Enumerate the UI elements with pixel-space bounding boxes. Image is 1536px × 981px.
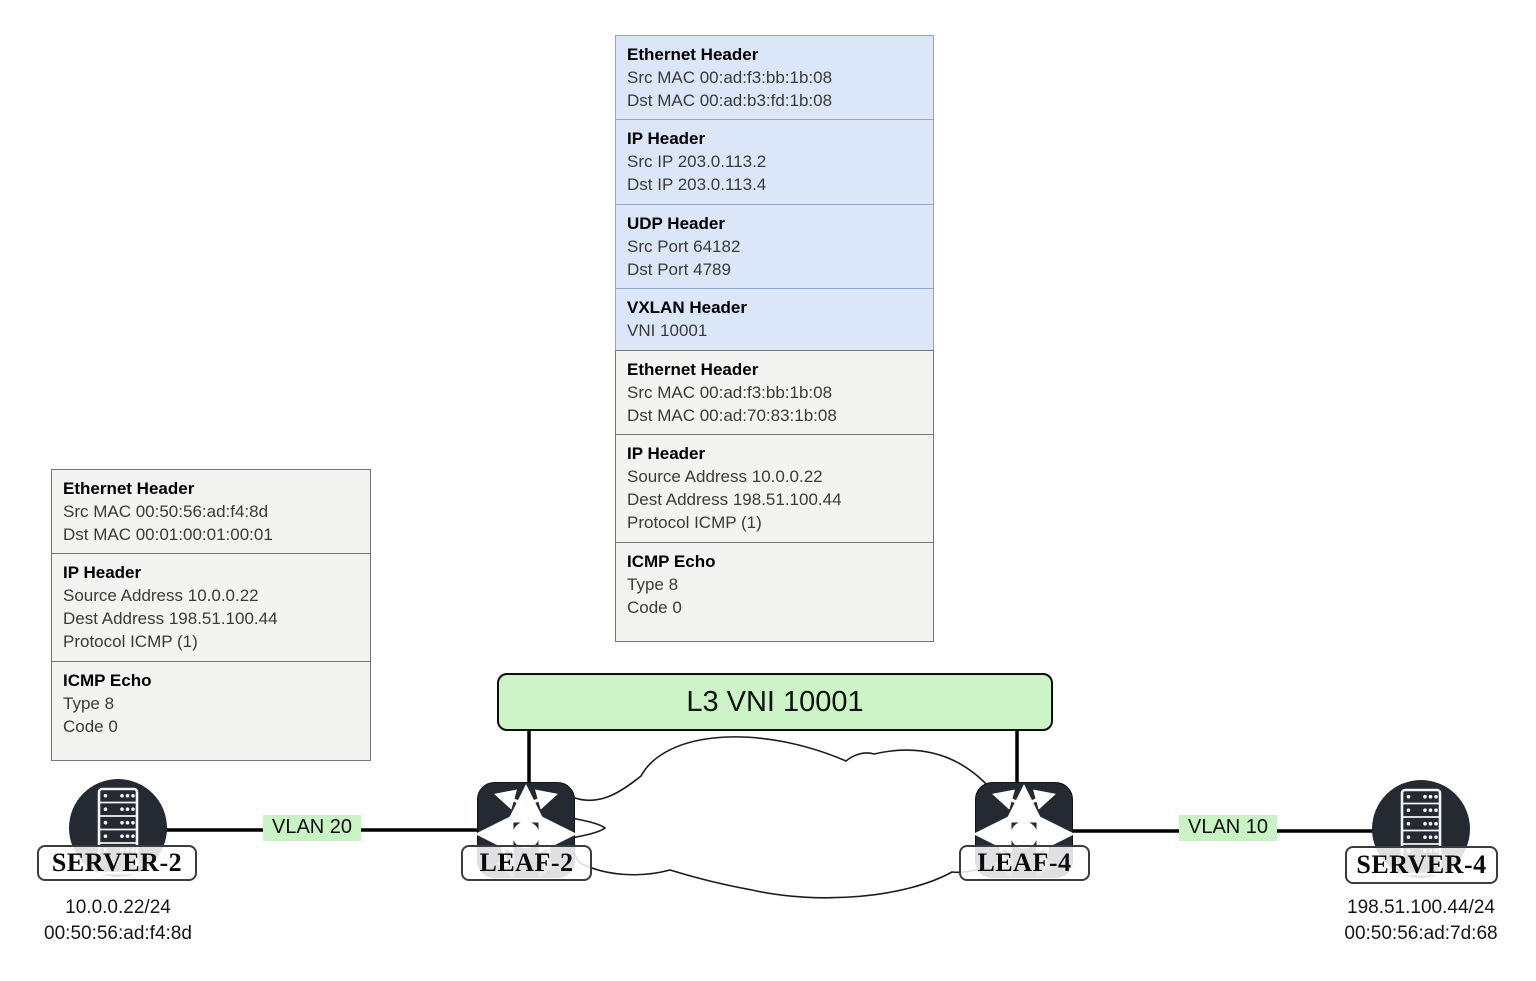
packet-section-ip: IP Header Source Address 10.0.0.22 Dest …	[51, 553, 371, 662]
leaf2-label: LEAF-2	[461, 845, 592, 881]
packet-section-inner-ethernet: Ethernet Header Src MAC 00:ad:f3:bb:1b:0…	[615, 349, 934, 436]
server4-addresses: 198.51.100.44/24 00:50:56:ad:7d:68	[1301, 895, 1536, 947]
vlan20-label: VLAN 20	[272, 816, 353, 838]
packet-field: Dest Address 198.51.100.44	[63, 609, 278, 628]
packet-field: Protocol ICMP (1)	[63, 632, 198, 651]
packet-section-outer-ip: IP Header Src IP 203.0.113.2 Dst IP 203.…	[615, 119, 934, 205]
packet-section-icmp: ICMP Echo Type 8 Code 0	[51, 660, 371, 761]
packet-field: Src Port 64182	[627, 236, 741, 256]
server2-addresses: 10.0.0.22/24 00:50:56:ad:f4:8d	[0, 895, 238, 947]
packet-section-inner-ip: IP Header Source Address 10.0.0.22 Dest …	[615, 434, 934, 543]
section-title: UDP Header	[627, 213, 725, 233]
packet-field: Source Address 10.0.0.22	[63, 586, 259, 605]
l3-vni-label: L3 VNI 10001	[686, 685, 864, 718]
cloud-cusp	[565, 816, 607, 840]
server4-mac: 00:50:56:ad:7d:68	[1344, 923, 1498, 944]
server4-ip: 198.51.100.44/24	[1347, 897, 1495, 918]
server4-label: SERVER-4	[1345, 846, 1498, 884]
section-title: IP Header	[627, 444, 706, 463]
packet-field: Src MAC 00:ad:f3:bb:1b:08	[627, 382, 833, 402]
packet-field: Source Address 10.0.0.22	[627, 467, 823, 486]
vlan10-badge: VLAN 10	[1179, 815, 1278, 841]
server2-ip: 10.0.0.22/24	[65, 897, 171, 918]
packet-field: Type 8	[627, 574, 679, 594]
vlan20-badge: VLAN 20	[263, 815, 362, 841]
packet-section-udp: UDP Header Src Port 64182 Dst Port 4789	[615, 203, 934, 290]
server2-name: SERVER-2	[51, 848, 183, 877]
original-packet-stack: Ethernet Header Src MAC 00:50:56:ad:f4:8…	[51, 468, 371, 761]
l3-vni-banner: L3 VNI 10001	[497, 673, 1053, 731]
packet-field: Dst MAC 00:ad:b3:fd:1b:08	[627, 90, 833, 110]
section-title: Ethernet Header	[627, 359, 759, 379]
packet-field: Dest Address 198.51.100.44	[627, 490, 842, 509]
packet-field: Src MAC 00:ad:f3:bb:1b:08	[627, 67, 833, 87]
packet-field: Src IP 203.0.113.2	[627, 152, 767, 171]
leaf4-name: LEAF-4	[977, 848, 1072, 877]
packet-section-outer-ethernet: Ethernet Header Src MAC 00:ad:f3:bb:1b:0…	[615, 34, 934, 121]
server2-label: SERVER-2	[37, 845, 197, 881]
packet-field: Type 8	[63, 693, 115, 713]
section-title: IP Header	[627, 129, 706, 148]
leaf4-label: LEAF-4	[959, 845, 1090, 881]
packet-field: VNI 10001	[627, 321, 708, 340]
packet-field: Code 0	[627, 597, 682, 617]
network-cloud-shape	[567, 736, 1019, 899]
section-title: IP Header	[63, 563, 142, 582]
packet-section-icmp: ICMP Echo Type 8 Code 0	[615, 541, 934, 642]
packet-section-ethernet: Ethernet Header Src MAC 00:50:56:ad:f4:8…	[51, 468, 371, 555]
leaf2-name: LEAF-2	[479, 848, 574, 877]
packet-field: Src MAC 00:50:56:ad:f4:8d	[63, 501, 269, 521]
server4-name: SERVER-4	[1356, 850, 1487, 879]
packet-field: Code 0	[63, 716, 118, 736]
packet-field: Dst MAC 00:ad:70:83:1b:08	[627, 405, 837, 425]
section-title: Ethernet Header	[63, 478, 195, 498]
section-title: VXLAN Header	[627, 298, 747, 317]
server2-mac: 00:50:56:ad:f4:8d	[44, 923, 192, 944]
vlan10-label: VLAN 10	[1188, 816, 1269, 838]
section-title: ICMP Echo	[627, 551, 716, 571]
packet-field: Dst IP 203.0.113.4	[627, 175, 767, 194]
section-title: ICMP Echo	[63, 670, 152, 690]
section-title: Ethernet Header	[627, 44, 759, 64]
packet-field: Protocol ICMP (1)	[627, 513, 762, 532]
encapsulated-packet-stack: Ethernet Header Src MAC 00:ad:f3:bb:1b:0…	[615, 34, 934, 642]
packet-field: Dst MAC 00:01:00:01:00:01	[63, 524, 273, 544]
packet-field: Dst Port 4789	[627, 259, 731, 279]
